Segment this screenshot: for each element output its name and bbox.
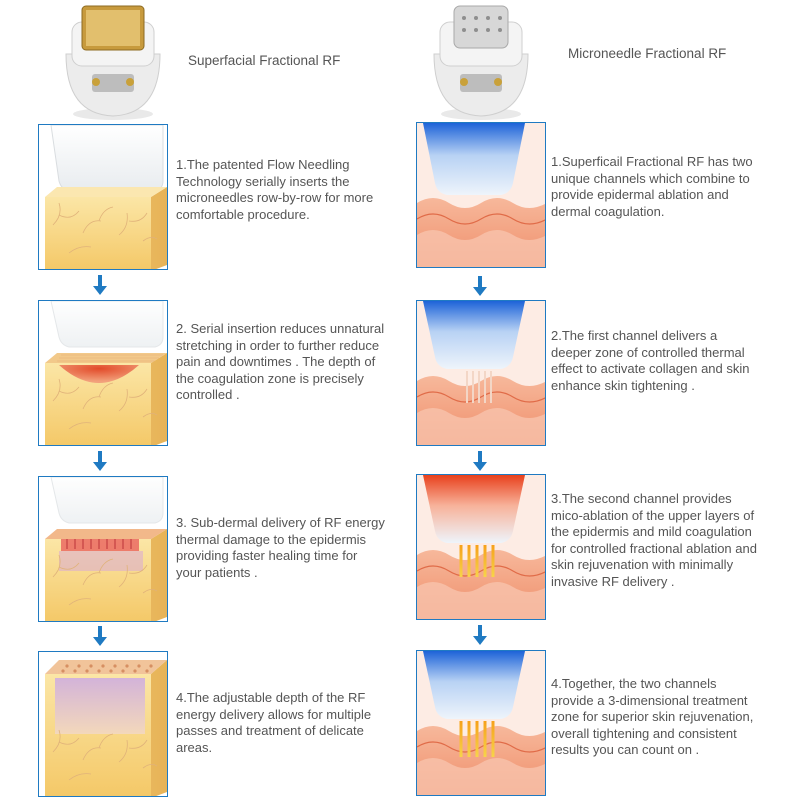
left-step-1-illustration: [38, 124, 168, 270]
left-step-3-illustration: [38, 476, 168, 622]
left-step-2-text: 2. Serial insertion reduces unnatural st…: [176, 321, 385, 402]
right-step-3-illustration: [416, 474, 546, 620]
right-step-4-text: 4.Together, the two channels provide a 3…: [551, 676, 754, 757]
superficial-tip-image: [58, 2, 168, 127]
arrow-down-icon: [473, 451, 487, 471]
right-step-1-text: 1.Superficail Fractional RF has two uniq…: [551, 154, 753, 219]
right-step-2-illustration: [416, 300, 546, 446]
left-step-3-text: 3. Sub-dermal delivery of RF energy ther…: [176, 515, 385, 580]
left-step-4-text: 4.The adjustable depth of the RF energy …: [176, 690, 372, 755]
left-step-4-illustration: [38, 651, 168, 797]
left-step-2-illustration: [38, 300, 168, 446]
right-column-title: Microneedle Fractional RF: [568, 46, 727, 61]
left-step-1-text: 1.The patented Flow Needling Technology …: [176, 157, 374, 222]
right-step-4-illustration: [416, 650, 546, 796]
microneedle-tip-image: [426, 2, 536, 127]
right-step-1-illustration: [416, 122, 546, 268]
arrow-down-icon: [473, 276, 487, 296]
right-step-3-text: 3.The second channel provides mico-ablat…: [551, 491, 757, 589]
arrow-down-icon: [93, 275, 107, 295]
arrow-down-icon: [93, 626, 107, 646]
arrow-down-icon: [93, 451, 107, 471]
right-step-2-text: 2.The first channel delivers a deeper zo…: [551, 328, 750, 393]
arrow-down-icon: [473, 625, 487, 645]
left-column-title: Superfacial Fractional RF: [188, 53, 341, 68]
